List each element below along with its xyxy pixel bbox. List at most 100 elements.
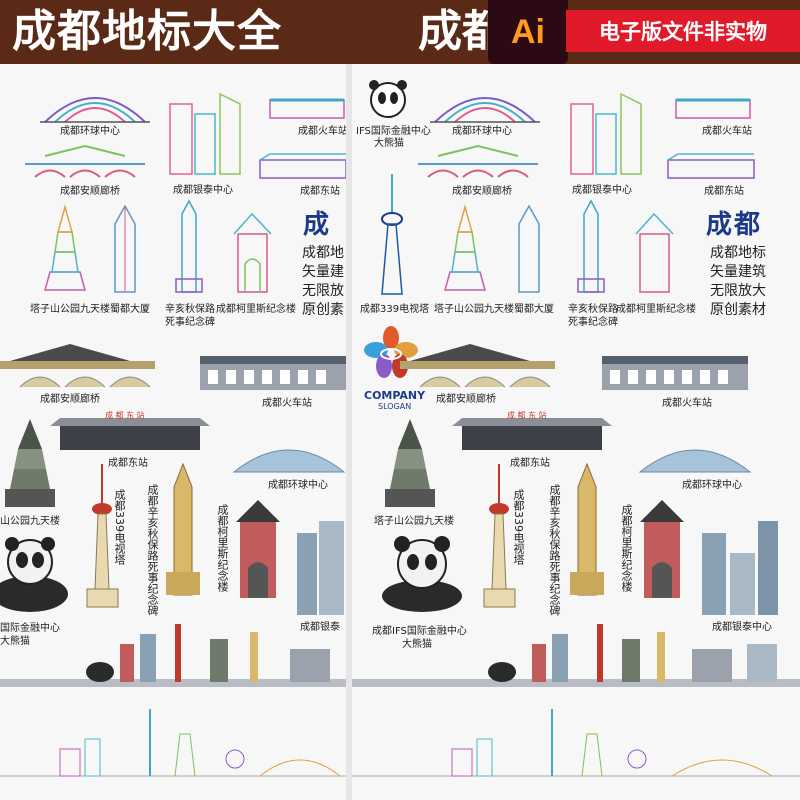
promo-line-4: 原创素 (302, 302, 344, 318)
dongzhan-illustration-right (667, 153, 755, 179)
label-tower339: 成都339电视塔 (360, 304, 430, 315)
tower339-color-illustration-right (483, 464, 516, 608)
label-daxiongmao-combo: 大熊猫 (402, 639, 432, 650)
label-huochezhan-right: 成都火车站 (702, 126, 752, 137)
panel-divider (346, 64, 352, 800)
anshun-color-illustration (0, 344, 155, 388)
kelisi-illustration-right (635, 212, 674, 293)
label-anshun: 成都安顺廊桥 (60, 186, 120, 197)
logo-slogan: SLOGAN (378, 402, 412, 411)
dongzhan-color-illustration (50, 418, 210, 450)
label-dongzhan-right: 成都东站 (704, 186, 744, 197)
skyline-color-illustration-right (352, 624, 800, 687)
label-kelisi-vertical: 成都柯里斯纪念楼 (216, 504, 229, 592)
promo-line-1: 成都地 (302, 245, 344, 261)
label-daxiongmao-left: 大熊猫 (0, 636, 30, 647)
label-huochezhan-color-right: 成都火车站 (662, 398, 712, 409)
anshun-illustration-right (418, 144, 538, 178)
xinhai-color-illustration-right (570, 462, 604, 596)
xinhai-color-illustration (166, 462, 200, 596)
promo-line-r4: 原创素材 (710, 302, 766, 318)
label-yintai: 成都银泰中心 (173, 185, 233, 196)
huanqiu-illustration-right (430, 97, 540, 123)
ai-logo-text: Ai (511, 12, 545, 51)
label-tazishan-partial: 山公园九天楼 (0, 516, 60, 527)
promo-line-3: 无限放 (302, 283, 344, 299)
promo-line-r1: 成都地标 (710, 245, 766, 261)
page-title: 成都地标大全 (12, 6, 282, 57)
kelisi-color-illustration-right (640, 500, 684, 598)
tazishan-color-illustration (5, 419, 55, 507)
yintai-illustration-right (570, 92, 642, 175)
page-title-repeat: 成都 (418, 6, 498, 57)
promo-line-r3: 无限放大 (710, 283, 766, 299)
label-anshun-color-right: 成都安顺廊桥 (436, 394, 496, 405)
label-yintai-color-right: 成都银泰中心 (712, 622, 772, 633)
panda-illustration-right (382, 536, 462, 612)
kelisi-illustration (233, 212, 272, 293)
huanqiu-illustration (40, 97, 150, 123)
huochezhan-color-illustration (200, 356, 346, 390)
logo-company: COMPANY (364, 389, 426, 402)
dongzhan-illustration (259, 153, 346, 179)
label-ifs-partial: 国际金融中心 (0, 623, 60, 634)
label-huanqiu-color-right: 成都环球中心 (682, 480, 742, 491)
promo-brand-partial: 成 (303, 210, 332, 240)
anshun-illustration (25, 144, 145, 178)
illustrator-badge: Ai (488, 0, 568, 64)
label-xinhai-1: 辛亥秋保路 (165, 304, 215, 315)
label-xinhai-right-2: 死事纪念碑 (568, 317, 618, 328)
right-panel: IFS国际金融中心 大熊猫 成都环球中心 成都银泰中心 成都火车站 成都安顺廊桥… (352, 64, 800, 800)
huochezhan-illustration (269, 98, 345, 119)
label-tazishan-right: 塔子山公园九天楼 (434, 304, 514, 315)
label-tower339-vertical: 成都339电视塔 (113, 489, 126, 565)
skyline-color-illustration (0, 624, 346, 687)
huanqiu-color-illustration-right (638, 449, 752, 473)
yintai-color-illustration (297, 521, 344, 615)
label-dongzhan-sign: 成 都 东 站 (105, 411, 145, 420)
huochezhan-illustration-right (675, 98, 751, 119)
label-dongzhan: 成都东站 (300, 186, 340, 197)
label-yintai-right: 成都银泰中心 (572, 185, 632, 196)
yintai-illustration (169, 92, 241, 175)
label-yintai-partial: 成都银泰 (300, 622, 340, 633)
label-xinhai-right-1: 辛亥秋保路 (568, 304, 618, 315)
anshun-color-illustration-right (400, 344, 555, 388)
xinhai-illustration-right (577, 199, 605, 293)
promo-line-r2: 矢量建筑 (710, 264, 766, 280)
notice-text: 电子版文件非实物 (599, 20, 767, 44)
hengdu-illustration (114, 204, 136, 293)
label-xinhai-vertical: 成都辛亥秋保路死事纪念碑 (146, 484, 159, 616)
label-hengdu: 蜀都大厦 (110, 304, 150, 315)
label-huochezhan-color: 成都火车站 (262, 398, 312, 409)
label-tazishan-color-right: 塔子山公园九天楼 (374, 516, 454, 527)
label-tazishan: 塔子山公园九天楼 (30, 304, 110, 315)
label-anshun-right: 成都安顺廊桥 (452, 186, 512, 197)
tower339-color-illustration (86, 464, 119, 608)
huochezhan-color-illustration-right (602, 356, 748, 390)
promo-line-2: 矢量建 (302, 264, 344, 280)
label-hengdu-right: 蜀都大厦 (514, 304, 554, 315)
notice-badge: 电子版文件非实物 (566, 10, 800, 52)
label-xinhai-2: 死事纪念碑 (165, 317, 215, 328)
label-dongzhan-color-right: 成都东站 (510, 458, 550, 469)
hengdu-illustration-right (518, 204, 540, 293)
panda-illustration (0, 537, 68, 612)
tower339-illustration (381, 174, 403, 295)
label-dongzhan-sign-right: 成 都 东 站 (507, 411, 547, 420)
skyline-outline-illustration-right (352, 709, 800, 777)
xinhai-illustration (175, 199, 203, 293)
label-kelisi-right: 成都柯里斯纪念楼 (616, 304, 696, 315)
promo-brand: 成都 (706, 210, 763, 240)
huanqiu-color-illustration (232, 449, 346, 473)
left-panel: 成都环球中心 成都银泰中心 成都火车站 成都安顺廊桥 成都东站 塔子山公园九天楼… (0, 64, 346, 800)
label-kelisi: 成都柯里斯纪念楼 (216, 304, 296, 315)
label-huochezhan: 成都火车站 (298, 126, 346, 137)
yintai-color-illustration-right (702, 521, 778, 615)
company-logo (364, 326, 418, 378)
tazishan-color-illustration-right (385, 419, 435, 507)
label-huanqiu: 成都环球中心 (60, 126, 120, 137)
label-dongzhan-color: 成都东站 (108, 458, 148, 469)
tazishan-illustration-right (444, 204, 486, 291)
kelisi-color-illustration (236, 500, 280, 598)
